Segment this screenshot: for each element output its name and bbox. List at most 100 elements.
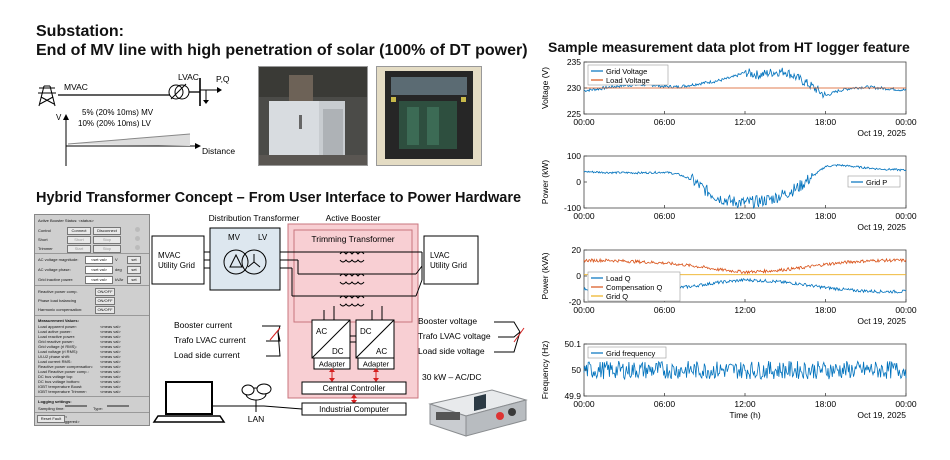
measurement-label: Load voltage (rl RMS):	[38, 349, 79, 354]
set-magnitude-button[interactable]: set	[127, 256, 141, 264]
measurement-label: Load reactive power:	[38, 334, 76, 339]
date-label: Oct 19, 2025	[857, 316, 906, 326]
harmonic-comp-toggle[interactable]: ON/OFF	[95, 306, 115, 314]
mv-line-diagram: MVAC LVAC P,Q 5% (20% 10ms) MV 10% (20% …	[38, 72, 235, 166]
measurement-row: Load current RMS: <meas val>	[38, 359, 146, 364]
distribution-transformer-box	[209, 227, 281, 291]
mvac-grid-box	[151, 235, 205, 285]
measurement-label: Grid reactive power:	[38, 339, 74, 344]
note-lv: 10% (20% 10ms) LV	[78, 119, 151, 128]
measurement-value: <meas val>	[100, 359, 121, 364]
hmi-panel: Active Booster Status: <status> Control …	[34, 214, 150, 426]
concept-title: Hybrid Transformer Concept – From User I…	[36, 190, 522, 206]
set-phase-button[interactable]: set	[127, 266, 141, 274]
measurement-value: <meas val>	[100, 334, 121, 339]
trimmer-stop-button[interactable]: Stop	[93, 245, 121, 253]
x-tick-label: 00:00	[895, 211, 917, 221]
mv-label: MV	[228, 233, 241, 242]
voltage-magnitude-input[interactable]: <set val>	[85, 256, 113, 264]
substation-subtitle: End of MV line with high penetration of …	[36, 42, 528, 59]
measurement-value: <meas val>	[100, 324, 121, 329]
svg-text:Utility Grid: Utility Grid	[158, 261, 195, 270]
measurement-value: <meas val>	[100, 364, 121, 369]
measurement-value: <meas val>	[100, 349, 121, 354]
x-tick-label: 18:00	[815, 399, 837, 409]
load-balancing-toggle[interactable]: ON/OFF	[95, 297, 115, 305]
y-tick-label: 49.9	[564, 391, 581, 401]
measurement-row: IGBT temperature Trimmer:<meas val>	[38, 389, 146, 394]
measurement-label: Reactive power compensation:	[38, 364, 93, 369]
measurement-row: IGBT temperature Boost:<meas val>	[38, 384, 146, 389]
svg-text:Central Controller: Central Controller	[323, 384, 386, 393]
x-tick-label: 18:00	[815, 305, 837, 315]
measurement-label: Load Reactive power comp.:	[38, 369, 89, 374]
v-axis-label: V	[56, 113, 62, 122]
voltage-phase-input[interactable]: <set val>	[85, 266, 113, 274]
lan-label: LAN	[248, 414, 265, 424]
legend-box	[587, 271, 681, 302]
svg-text:DC: DC	[332, 347, 344, 356]
log-type-input[interactable]	[107, 405, 129, 407]
reactive-comp-toggle[interactable]: ON/OFF	[95, 288, 115, 296]
lvac-label: LVAC	[178, 72, 199, 82]
grid-power-input[interactable]: <set val>	[85, 276, 113, 284]
legend-entry: Grid P	[866, 178, 887, 187]
series-line	[583, 163, 907, 210]
connect-button[interactable]: Connect	[67, 227, 91, 235]
svg-text:DC: DC	[360, 327, 372, 336]
y-tick-label: 230	[567, 83, 581, 93]
measurement-row: Load Reactive power comp.:<meas val>	[38, 369, 146, 374]
measurement-row: Load active power:<meas val>	[38, 329, 146, 334]
svg-text:MVAC: MVAC	[158, 251, 181, 260]
y-tick-label: 235	[567, 57, 581, 67]
x-tick-label: 06:00	[654, 305, 676, 315]
measurement-row: Reactive power compensation: <meas val>	[38, 364, 146, 369]
measurement-row: DC bus voltage top:<meas val>	[38, 374, 146, 379]
svg-text:Adapter: Adapter	[319, 360, 346, 369]
measurement-value: <meas val>	[100, 379, 121, 384]
x-tick-label: 18:00	[815, 117, 837, 127]
trimmer-start-button[interactable]: Start	[67, 245, 91, 253]
y-tick-label: 100	[567, 151, 581, 161]
x-tick-label: 00:00	[895, 399, 917, 409]
y-axis-label: Power (kW)	[540, 160, 550, 205]
disconnect-button[interactable]: Disconnect	[93, 227, 121, 235]
measurement-label: Grid voltage (rl RMS):	[38, 344, 77, 349]
booster-voltage-label: Booster voltage	[418, 316, 477, 326]
reset-fault-button[interactable]: Reset Fault	[37, 415, 65, 423]
trimming-transformer-label: Trimming Transformer	[311, 234, 394, 244]
sampling-time-input[interactable]	[65, 405, 87, 407]
series-line	[583, 360, 907, 381]
set-power-button[interactable]: set	[127, 276, 141, 284]
load-side-voltage-label: Load side voltage	[418, 346, 485, 356]
lv-label: LV	[258, 233, 268, 242]
y-axis-label: Frequency (Hz)	[540, 341, 550, 400]
legend-entry: Grid Voltage	[606, 67, 647, 76]
pylon-icon	[38, 85, 56, 107]
converter-hardware-image	[428, 389, 528, 437]
measurement-row: Ul-U2 phase shift:<meas val>	[38, 354, 146, 359]
measurement-label: Load current RMS:	[38, 359, 72, 364]
pq-label: P,Q	[216, 74, 230, 84]
x-tick-label: 00:00	[895, 305, 917, 315]
x-tick-label: 00:00	[895, 117, 917, 127]
y-tick-label: 0	[576, 271, 581, 281]
x-tick-label: 18:00	[815, 211, 837, 221]
substation-title: Substation:	[36, 23, 124, 40]
legend-box	[587, 64, 669, 86]
date-label: Oct 19, 2025	[857, 222, 906, 232]
lvac-grid-box	[423, 235, 479, 285]
distance-label: Distance	[202, 146, 235, 156]
short-button[interactable]: Short	[67, 236, 91, 244]
measurement-row: Load reactive power: <meas val>	[38, 334, 146, 339]
x-tick-label: 06:00	[654, 117, 676, 127]
measurement-value: <meas val>	[100, 329, 121, 334]
hybrid-transformer-diagram: Active Booster Distribution Transformer …	[151, 213, 525, 424]
y-tick-label: 50.1	[564, 339, 581, 349]
short-stop-button[interactable]: Stop	[93, 236, 121, 244]
wye-winding-icon	[241, 249, 267, 275]
measurement-row: Grid voltage (rl RMS):<meas val>	[38, 344, 146, 349]
lan-cloud-icon	[241, 383, 272, 412]
trafo-lvac-voltage-label: Trafo LVAC voltage	[418, 331, 491, 341]
